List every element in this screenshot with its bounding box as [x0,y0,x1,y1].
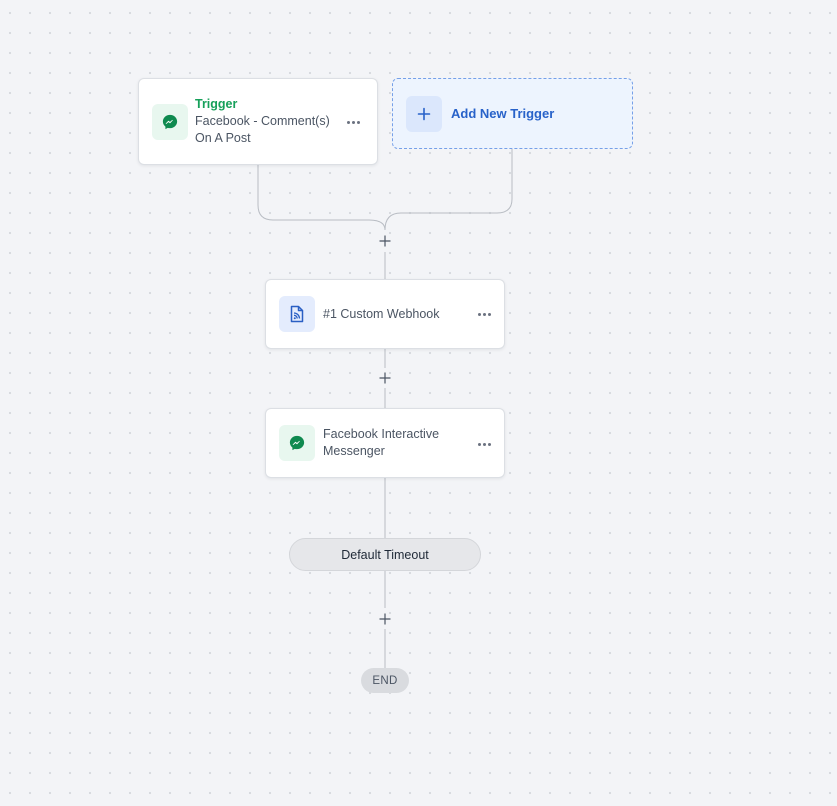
trigger-label: Trigger [195,97,238,111]
trigger-event-line2: On A Post [195,131,251,145]
end-node: END [361,668,409,693]
add-new-trigger-label: Add New Trigger [451,106,555,121]
add-step-button-3[interactable] [377,611,393,627]
add-new-trigger-button[interactable]: Add New Trigger [392,78,633,149]
trigger-event-line1: Facebook - Comment(s) [195,114,330,128]
step-more-options-icon[interactable] [478,437,491,451]
trigger-more-options-icon[interactable] [347,115,360,129]
default-timeout-label: Default Timeout [341,547,429,562]
plus-icon [379,613,391,625]
trigger-card[interactable]: Trigger Facebook - Comment(s) On A Post [138,78,378,165]
plus-icon [379,372,391,384]
messenger-icon [279,425,315,461]
plus-icon [379,235,391,247]
end-label: END [372,674,398,687]
step-card-custom-webhook[interactable]: #1 Custom Webhook [265,279,505,349]
add-step-button-2[interactable] [377,370,393,386]
step-more-options-icon[interactable] [478,307,491,321]
webhook-document-icon [279,296,315,332]
plus-icon [406,95,442,132]
step-label-line2: Messenger [323,444,385,458]
messenger-icon [152,103,188,140]
step-card-facebook-messenger[interactable]: Facebook Interactive Messenger [265,408,505,478]
default-timeout-pill[interactable]: Default Timeout [289,538,481,571]
step-label-line1: Facebook Interactive [323,427,440,441]
step-label: #1 Custom Webhook [323,306,440,321]
add-step-button-1[interactable] [377,233,393,249]
